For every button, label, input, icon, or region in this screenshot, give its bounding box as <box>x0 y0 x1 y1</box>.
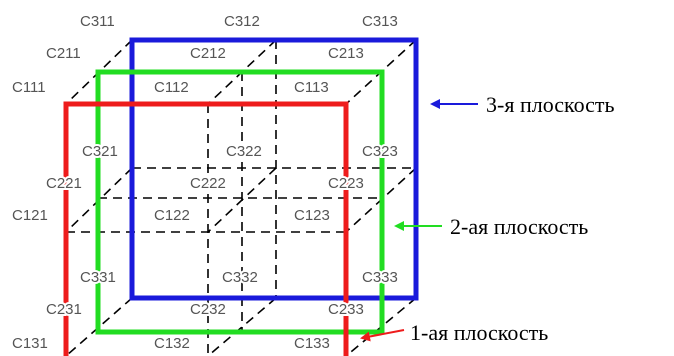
cell-label-c131: C131 <box>12 335 48 352</box>
plane-2-label: 2-ая плоскость <box>450 214 588 239</box>
plane-2-frame <box>95 69 385 335</box>
cell-label-c223: C223 <box>328 175 364 192</box>
cell-label-c331: C331 <box>80 269 116 286</box>
cell-label-c133: C133 <box>294 335 330 352</box>
cell-label-c311: C311 <box>80 13 115 30</box>
cell-label-c123: C123 <box>294 207 330 224</box>
cell-label-c221: C221 <box>46 175 82 192</box>
cell-label-c233: C233 <box>328 301 364 318</box>
cell-label-c211: C211 <box>46 45 81 62</box>
cell-label-c113: C113 <box>294 79 329 96</box>
cell-label-c313: C313 <box>362 13 398 30</box>
cell-label-c121: C121 <box>12 207 48 224</box>
cell-label-c322: C322 <box>226 143 262 160</box>
cell-labels: C311 C312 C313 C321 C322 C323 C331 C332 … <box>10 11 400 354</box>
cell-label-c213: C213 <box>328 45 364 62</box>
plane-3-frame <box>129 37 419 301</box>
plane-1-arrow <box>360 329 405 342</box>
cell-label-c333: C333 <box>362 269 398 286</box>
cell-label-c132: C132 <box>154 335 190 352</box>
cell-label-c323: C323 <box>362 143 398 160</box>
cell-label-c111: C111 <box>12 79 46 96</box>
cell-label-c222: C222 <box>190 175 226 192</box>
cell-label-c321: C321 <box>82 143 118 160</box>
cell-label-c312: C312 <box>224 13 260 30</box>
cell-label-c231: C231 <box>46 301 82 318</box>
plane-1-frame <box>63 101 349 356</box>
cell-label-c232: C232 <box>190 301 226 318</box>
cell-label-c212: C212 <box>190 45 226 62</box>
plane-3-label: 3-я плоскость <box>486 92 615 117</box>
cell-label-c332: C332 <box>222 269 258 286</box>
cell-label-c112: C112 <box>154 79 189 96</box>
plane-1-label: 1-ая плоскость <box>410 320 548 345</box>
cell-label-c122: C122 <box>154 207 190 224</box>
